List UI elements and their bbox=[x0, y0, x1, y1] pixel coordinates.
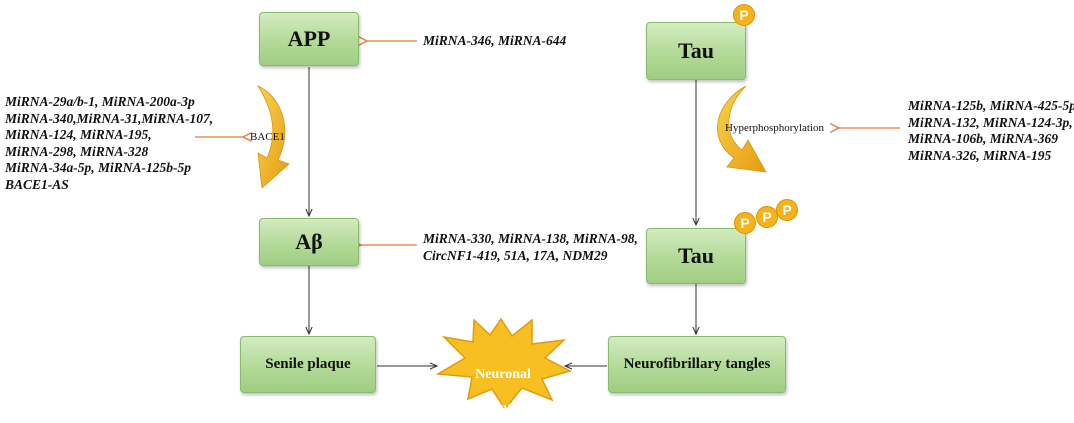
senile-plaque-label: Senile plaque bbox=[265, 356, 351, 372]
senile-plaque-node: Senile plaque bbox=[240, 336, 376, 393]
hyperphosphorylation-label: Hyperphosphorylation bbox=[725, 122, 824, 134]
bace1-regulators: MiRNA-29a/b-1, MiRNA-200a-3p MiRNA-340,M… bbox=[5, 94, 213, 193]
neuronal-death-text: Neuronal death bbox=[463, 349, 543, 423]
bace1-curved-arrow bbox=[256, 85, 290, 189]
phosphate-badge-icon: P bbox=[733, 4, 755, 26]
regulator-line: MiRNA-125b, MiRNA-425-5p bbox=[908, 98, 1074, 113]
tau-node: Tau bbox=[646, 22, 746, 80]
regulator-line: MiRNA-298, MiRNA-328 bbox=[5, 143, 149, 159]
regulator-line: MiRNA-330, MiRNA-138, MiRNA-98, bbox=[423, 231, 638, 246]
tau-label: Tau bbox=[678, 38, 714, 63]
neuronal-death-star bbox=[435, 317, 573, 411]
regulator-line: BACE1-AS bbox=[5, 176, 69, 192]
app-regulators: MiRNA-346, MiRNA-644 bbox=[423, 33, 566, 50]
abeta-label: Aβ bbox=[295, 229, 323, 254]
bace1-label: BACE1 bbox=[250, 131, 285, 143]
phospho-tau-label: Tau bbox=[678, 243, 714, 268]
neuronal-death-line2: death bbox=[486, 401, 520, 416]
abeta-regulators: MiRNA-330, MiRNA-138, MiRNA-98, CircNF1-… bbox=[423, 231, 638, 264]
app-node: APP bbox=[259, 12, 359, 66]
app-label: APP bbox=[287, 26, 331, 51]
regulator-line: MiRNA-124, MiRNA-195, bbox=[5, 127, 152, 142]
regulator-line: MiRNA-340,MiRNA-31,MiRNA-107, bbox=[5, 110, 214, 126]
hyper-curved-arrow bbox=[717, 85, 767, 173]
phospho-tau-node: Tau bbox=[646, 228, 746, 284]
regulator-line: CircNF1-419, 51A, 17A, NDM29 bbox=[423, 247, 608, 263]
neurofibrillary-tangles-node: Neurofibrillary tangles bbox=[608, 336, 786, 393]
hyperphosphorylation-regulators: MiRNA-125b, MiRNA-425-5p MiRNA-132, MiRN… bbox=[908, 98, 1074, 164]
neuronal-death-line1: Neuronal bbox=[475, 367, 531, 382]
tangles-label: Neurofibrillary tangles bbox=[623, 356, 771, 372]
regulator-line: MiRNA-326, MiRNA-195 bbox=[908, 147, 1052, 163]
abeta-node: Aβ bbox=[259, 218, 359, 266]
regulator-line: MiRNA-29a/b-1, MiRNA-200a-3p bbox=[5, 94, 195, 109]
regulator-line: MiRNA-346, MiRNA-644 bbox=[423, 33, 567, 48]
regulator-line: MiRNA-106b, MiRNA-369 bbox=[908, 131, 1059, 146]
regulator-line: MiRNA-132, MiRNA-124-3p, bbox=[908, 114, 1073, 130]
phosphate-badge-icon: P bbox=[776, 199, 798, 221]
phosphate-badge-icon: P bbox=[756, 206, 778, 228]
regulator-line: MiRNA-34a-5p, MiRNA-125b-5p bbox=[5, 160, 192, 175]
phosphate-badge-icon: P bbox=[734, 212, 756, 234]
